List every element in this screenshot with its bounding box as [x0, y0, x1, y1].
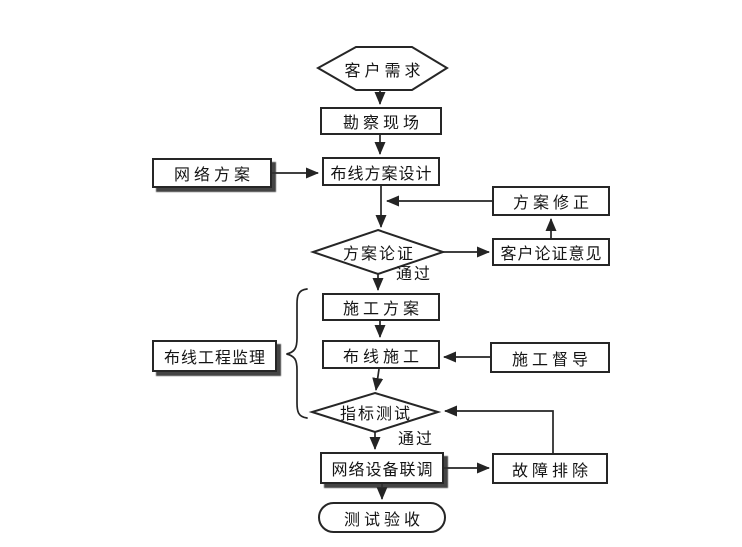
node-index-test: 指标测试 — [339, 404, 412, 423]
edge-label-pass-1: 通过 — [395, 264, 432, 283]
node-wiring-supervision: 布线工程监理 — [152, 340, 277, 372]
hexagon-customer-demand-shape — [315, 46, 449, 91]
edge-construction-to-test — [372, 368, 384, 391]
node-wiring-construction: 布线施工 — [322, 340, 440, 369]
node-customer-review-opinion: 客户论证意见 — [492, 238, 610, 266]
node-troubleshooting: 故障排除 — [492, 453, 608, 484]
node-construction-supervision: 施工督导 — [490, 342, 610, 373]
node-network-plan: 网络方案 — [152, 158, 272, 188]
node-network-device-debug: 网络设备联调 — [320, 452, 444, 484]
node-site-survey: 勘察现场 — [320, 107, 442, 135]
curly-brace — [286, 288, 308, 419]
node-construction-plan: 施工方案 — [322, 293, 440, 321]
node-customer-demand: 客户需求 — [344, 60, 425, 80]
node-wiring-design: 布线方案设计 — [322, 157, 440, 186]
node-test-acceptance: 测试验收 — [318, 502, 446, 533]
edge-label-pass-2: 通过 — [397, 429, 434, 448]
diamond-index-test-shape — [308, 391, 442, 434]
edge-troubleshoot-feedback — [444, 405, 554, 453]
node-plan-review: 方案论证 — [342, 244, 415, 263]
diamond-plan-review-shape — [309, 228, 447, 276]
node-plan-revision: 方案修正 — [492, 186, 610, 216]
